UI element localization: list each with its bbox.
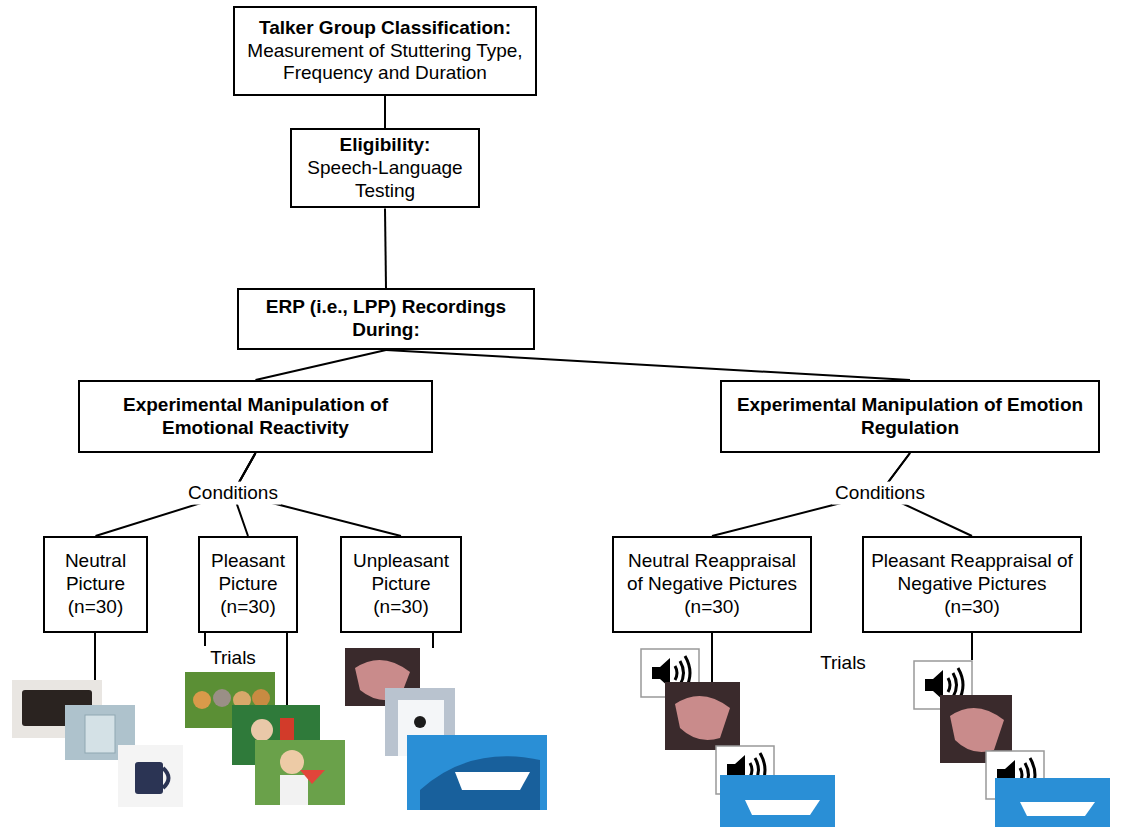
reappraisal-trials xyxy=(641,649,835,827)
box-text: Pleasant Picture (n=30) xyxy=(206,550,290,618)
pleasant-photos xyxy=(185,672,345,805)
box-text: Experimental Manipulation of Emotion Reg… xyxy=(728,394,1092,440)
neutral-photos xyxy=(12,680,183,807)
box-text: Neutral Reappraisal of Negative Pictures… xyxy=(620,550,804,618)
condition-box: Unpleasant Picture (n=30) xyxy=(340,536,462,633)
box-text: Measurement of Stuttering Type, Frequenc… xyxy=(241,40,529,86)
box-text: Unpleasant Picture (n=30) xyxy=(348,550,454,618)
condition-box: Neutral Picture (n=30) xyxy=(43,536,148,633)
connector-line xyxy=(384,96,386,128)
box-text: Neutral Picture (n=30) xyxy=(51,550,140,618)
eligibility-box: Eligibility:Speech-Language Testing xyxy=(290,128,480,208)
connector-line xyxy=(256,350,387,380)
recording-box: ERP (i.e., LPP) Recordings During: xyxy=(237,288,535,350)
connector-line xyxy=(386,350,910,380)
manipulation-box: Experimental Manipulation of Emotion Reg… xyxy=(720,380,1100,453)
box-heading: Talker Group Classification: xyxy=(259,17,511,40)
box-text: Experimental Manipulation of Emotional R… xyxy=(86,394,425,440)
box-text: Speech-Language Testing xyxy=(298,157,472,203)
unpleasant-photos xyxy=(345,648,547,810)
reappraisal-trials xyxy=(914,661,1110,827)
box-text: Pleasant Reappraisal of Negative Picture… xyxy=(870,550,1074,618)
condition-box: Pleasant Picture (n=30) xyxy=(198,536,298,633)
box-heading: Eligibility: xyxy=(340,134,431,157)
connector-line xyxy=(385,208,386,288)
condition-box: Pleasant Reappraisal of Negative Picture… xyxy=(862,536,1082,633)
conditions-label: Conditions xyxy=(185,482,281,505)
trials-label: Trials xyxy=(207,647,259,670)
box-text: ERP (i.e., LPP) Recordings During: xyxy=(245,296,527,342)
classification-box: Talker Group Classification:Measurement … xyxy=(233,6,537,96)
trials-label: Trials xyxy=(817,652,869,675)
conditions-label: Conditions xyxy=(832,482,928,505)
manipulation-box: Experimental Manipulation of Emotional R… xyxy=(78,380,433,453)
condition-box: Neutral Reappraisal of Negative Pictures… xyxy=(612,536,812,633)
